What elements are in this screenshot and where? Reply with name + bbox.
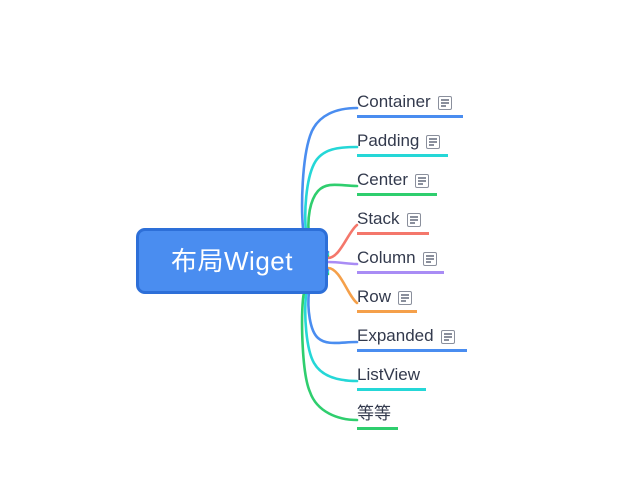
topic-container[interactable]: Container <box>357 88 463 118</box>
topic-underline: ListView <box>357 365 426 391</box>
branch-dengdeng <box>300 272 359 422</box>
topic-center[interactable]: Center <box>357 166 437 196</box>
topic-label: 等等 <box>357 404 391 423</box>
root-node[interactable]: 布局Wiget <box>136 228 328 294</box>
topic-underline: Padding <box>357 131 448 157</box>
topic-label: Row <box>357 287 392 306</box>
topic-stack[interactable]: Stack <box>357 205 429 235</box>
branch-stack <box>326 223 359 260</box>
topic-underline: Expanded <box>357 326 467 352</box>
note-icon[interactable] <box>437 96 452 110</box>
topic-等等[interactable]: 等等 <box>357 400 398 430</box>
topic-listview[interactable]: ListView <box>357 361 426 391</box>
note-icon[interactable] <box>415 174 430 188</box>
topic-label: Padding <box>357 131 420 150</box>
note-icon[interactable] <box>426 135 441 149</box>
note-icon[interactable] <box>406 213 421 227</box>
topic-expanded[interactable]: Expanded <box>357 322 467 352</box>
topic-label: Expanded <box>357 326 434 345</box>
topic-padding[interactable]: Padding <box>357 127 448 157</box>
note-icon[interactable] <box>398 291 413 305</box>
topic-column[interactable]: Column <box>357 244 444 274</box>
branch-row <box>326 266 359 305</box>
topic-label: Column <box>357 248 416 267</box>
topic-row[interactable]: Row <box>357 283 417 313</box>
topic-label: Center <box>357 170 409 189</box>
topic-underline: Column <box>357 248 444 274</box>
topic-label: Stack <box>357 209 400 228</box>
root-node-label: 布局Wiget <box>171 246 293 276</box>
topic-underline: Row <box>357 287 417 313</box>
topic-underline: Center <box>357 170 437 196</box>
branch-column <box>326 260 359 266</box>
note-icon[interactable] <box>422 252 437 266</box>
topic-underline: Stack <box>357 209 429 235</box>
topic-label: ListView <box>357 365 420 384</box>
topic-label: Container <box>357 92 431 111</box>
note-icon[interactable] <box>440 330 455 344</box>
topic-underline: Container <box>357 92 463 118</box>
topic-underline: 等等 <box>357 404 398 430</box>
